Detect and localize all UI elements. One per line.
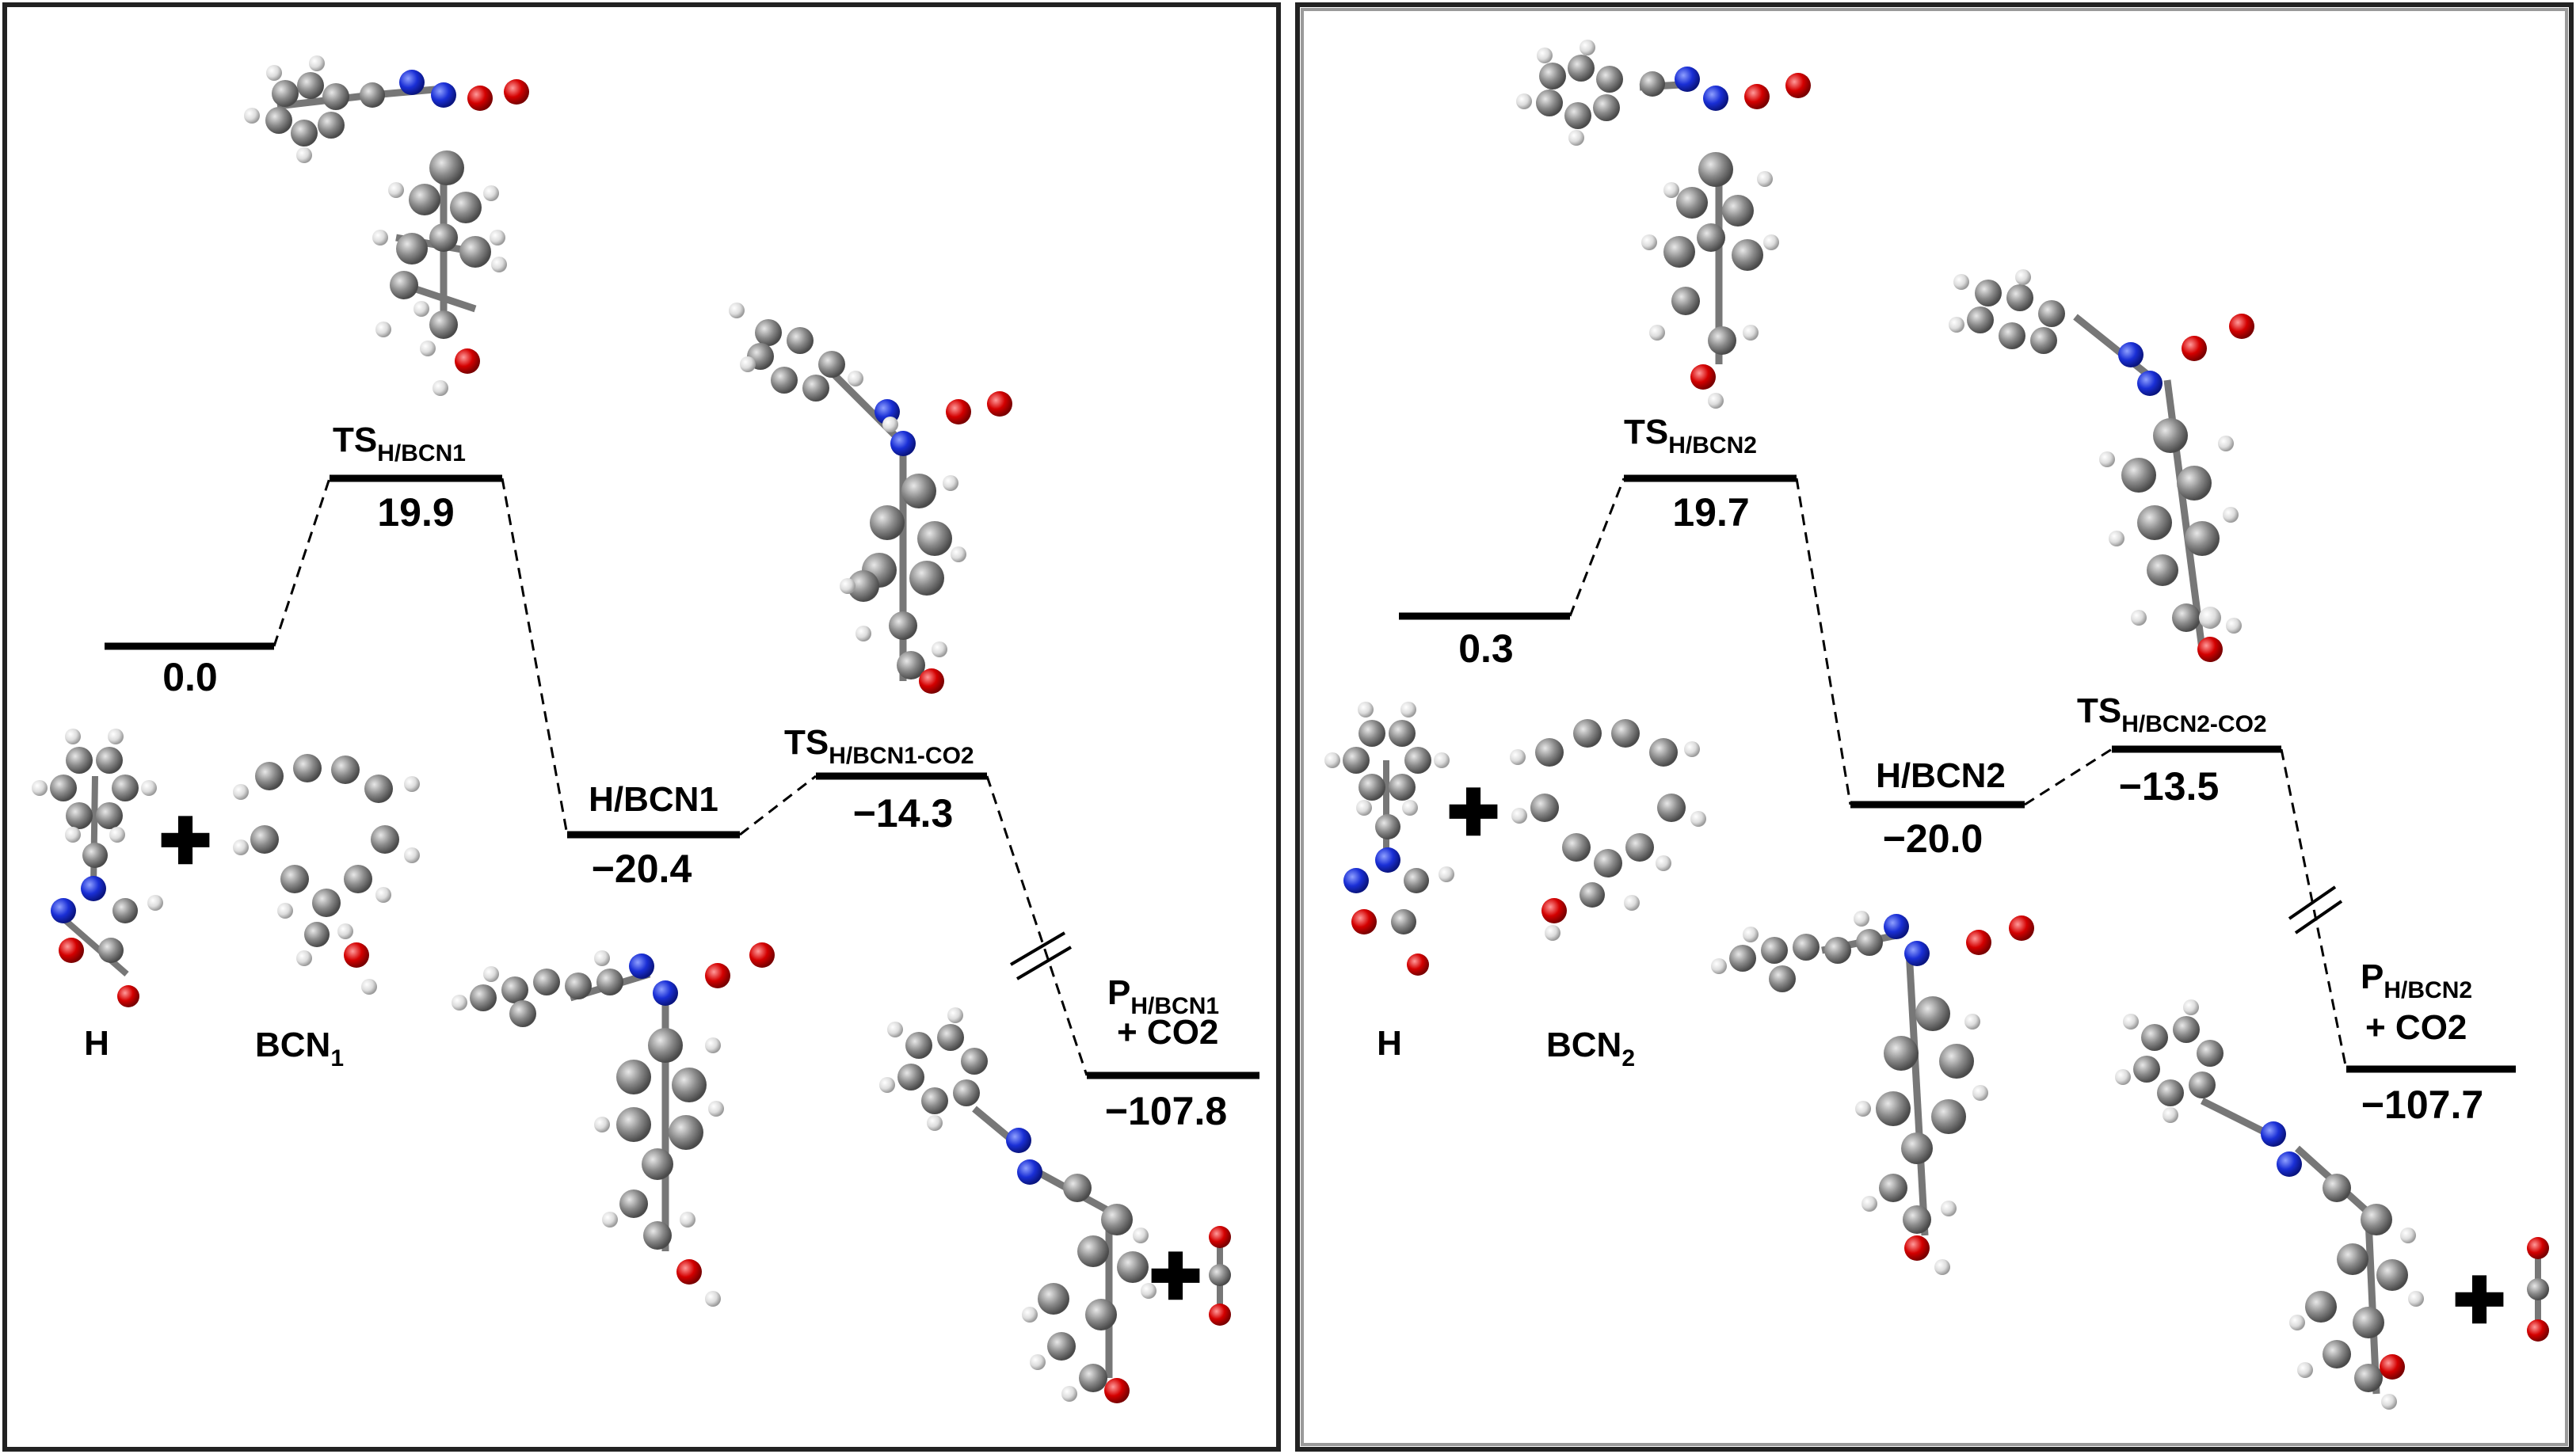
- plus-sign: ✚: [1446, 778, 1499, 848]
- label-intermediate: H/BCN1: [589, 780, 718, 819]
- panel-2: 0.3 19.7 −20.0 −13.5 −107.7 TSH/BCN2 H/B…: [1324, 40, 2549, 1410]
- label-intermediate: H/BCN2: [1876, 756, 2006, 795]
- label-product-co2: + CO2: [1117, 1013, 1218, 1052]
- axis-break-mark: [1009, 931, 1073, 980]
- plus-sign: ✚: [2452, 1266, 2506, 1336]
- molecule-ts1: [244, 55, 529, 396]
- plus-sign: ✚: [1149, 1242, 1202, 1312]
- molecule-product: [2115, 999, 2549, 1410]
- molecule-product: [879, 1007, 1231, 1403]
- molecule-bcn: [1510, 719, 1706, 941]
- label-ts1: TSH/BCN2: [1624, 413, 1757, 459]
- label-ts2: TSH/BCN2-CO2: [2077, 691, 2267, 737]
- molecule-ts2: [1949, 269, 2254, 662]
- label-product-co2: + CO2: [2365, 1008, 2467, 1047]
- co2-molecule: [2527, 1237, 2549, 1342]
- molecule-ts1: [1516, 40, 1811, 409]
- energy-ts2: −14.3: [853, 791, 954, 835]
- label-h: H: [84, 1024, 109, 1063]
- molecule-intermediate: [1711, 911, 2034, 1275]
- label-h: H: [1377, 1024, 1402, 1063]
- panel-2-frame: [1295, 2, 2574, 1452]
- molecule-bcn: [233, 754, 420, 995]
- energy-ts2: −13.5: [2119, 764, 2220, 809]
- molecule-h: [1324, 702, 1454, 976]
- label-product: PH/BCN2: [2361, 957, 2472, 1003]
- plus-sign: ✚: [158, 806, 211, 877]
- label-ts2: TSH/BCN1-CO2: [784, 723, 974, 769]
- energy-product: −107.7: [2361, 1083, 2483, 1127]
- molecule-ts2: [729, 303, 1012, 694]
- molecule-h: [32, 729, 163, 1007]
- energy-ts1: 19.9: [377, 490, 454, 535]
- axis-break-mark: [2288, 885, 2343, 934]
- label-bcn: BCN2: [1546, 1026, 1635, 1071]
- energy-ts1: 19.7: [1672, 490, 1749, 535]
- panel-1-frame: [2, 2, 1281, 1452]
- label-ts1: TSH/BCN1: [333, 421, 466, 466]
- energy-reactant: 0.3: [1458, 626, 1514, 671]
- label-bcn: BCN1: [255, 1026, 344, 1071]
- energy-product: −107.8: [1105, 1089, 1227, 1133]
- energy-intermediate: −20.0: [1883, 816, 1983, 861]
- co2-molecule: [1209, 1226, 1231, 1326]
- label-product: PH/BCN1: [1107, 973, 1219, 1019]
- energy-intermediate: −20.4: [592, 847, 692, 891]
- energy-reactant: 0.0: [162, 655, 218, 699]
- molecule-intermediate: [452, 942, 775, 1307]
- panel-1: 0.0 19.9 −20.4 −14.3 −107.8 TSH/BCN1 H/B…: [32, 55, 1259, 1403]
